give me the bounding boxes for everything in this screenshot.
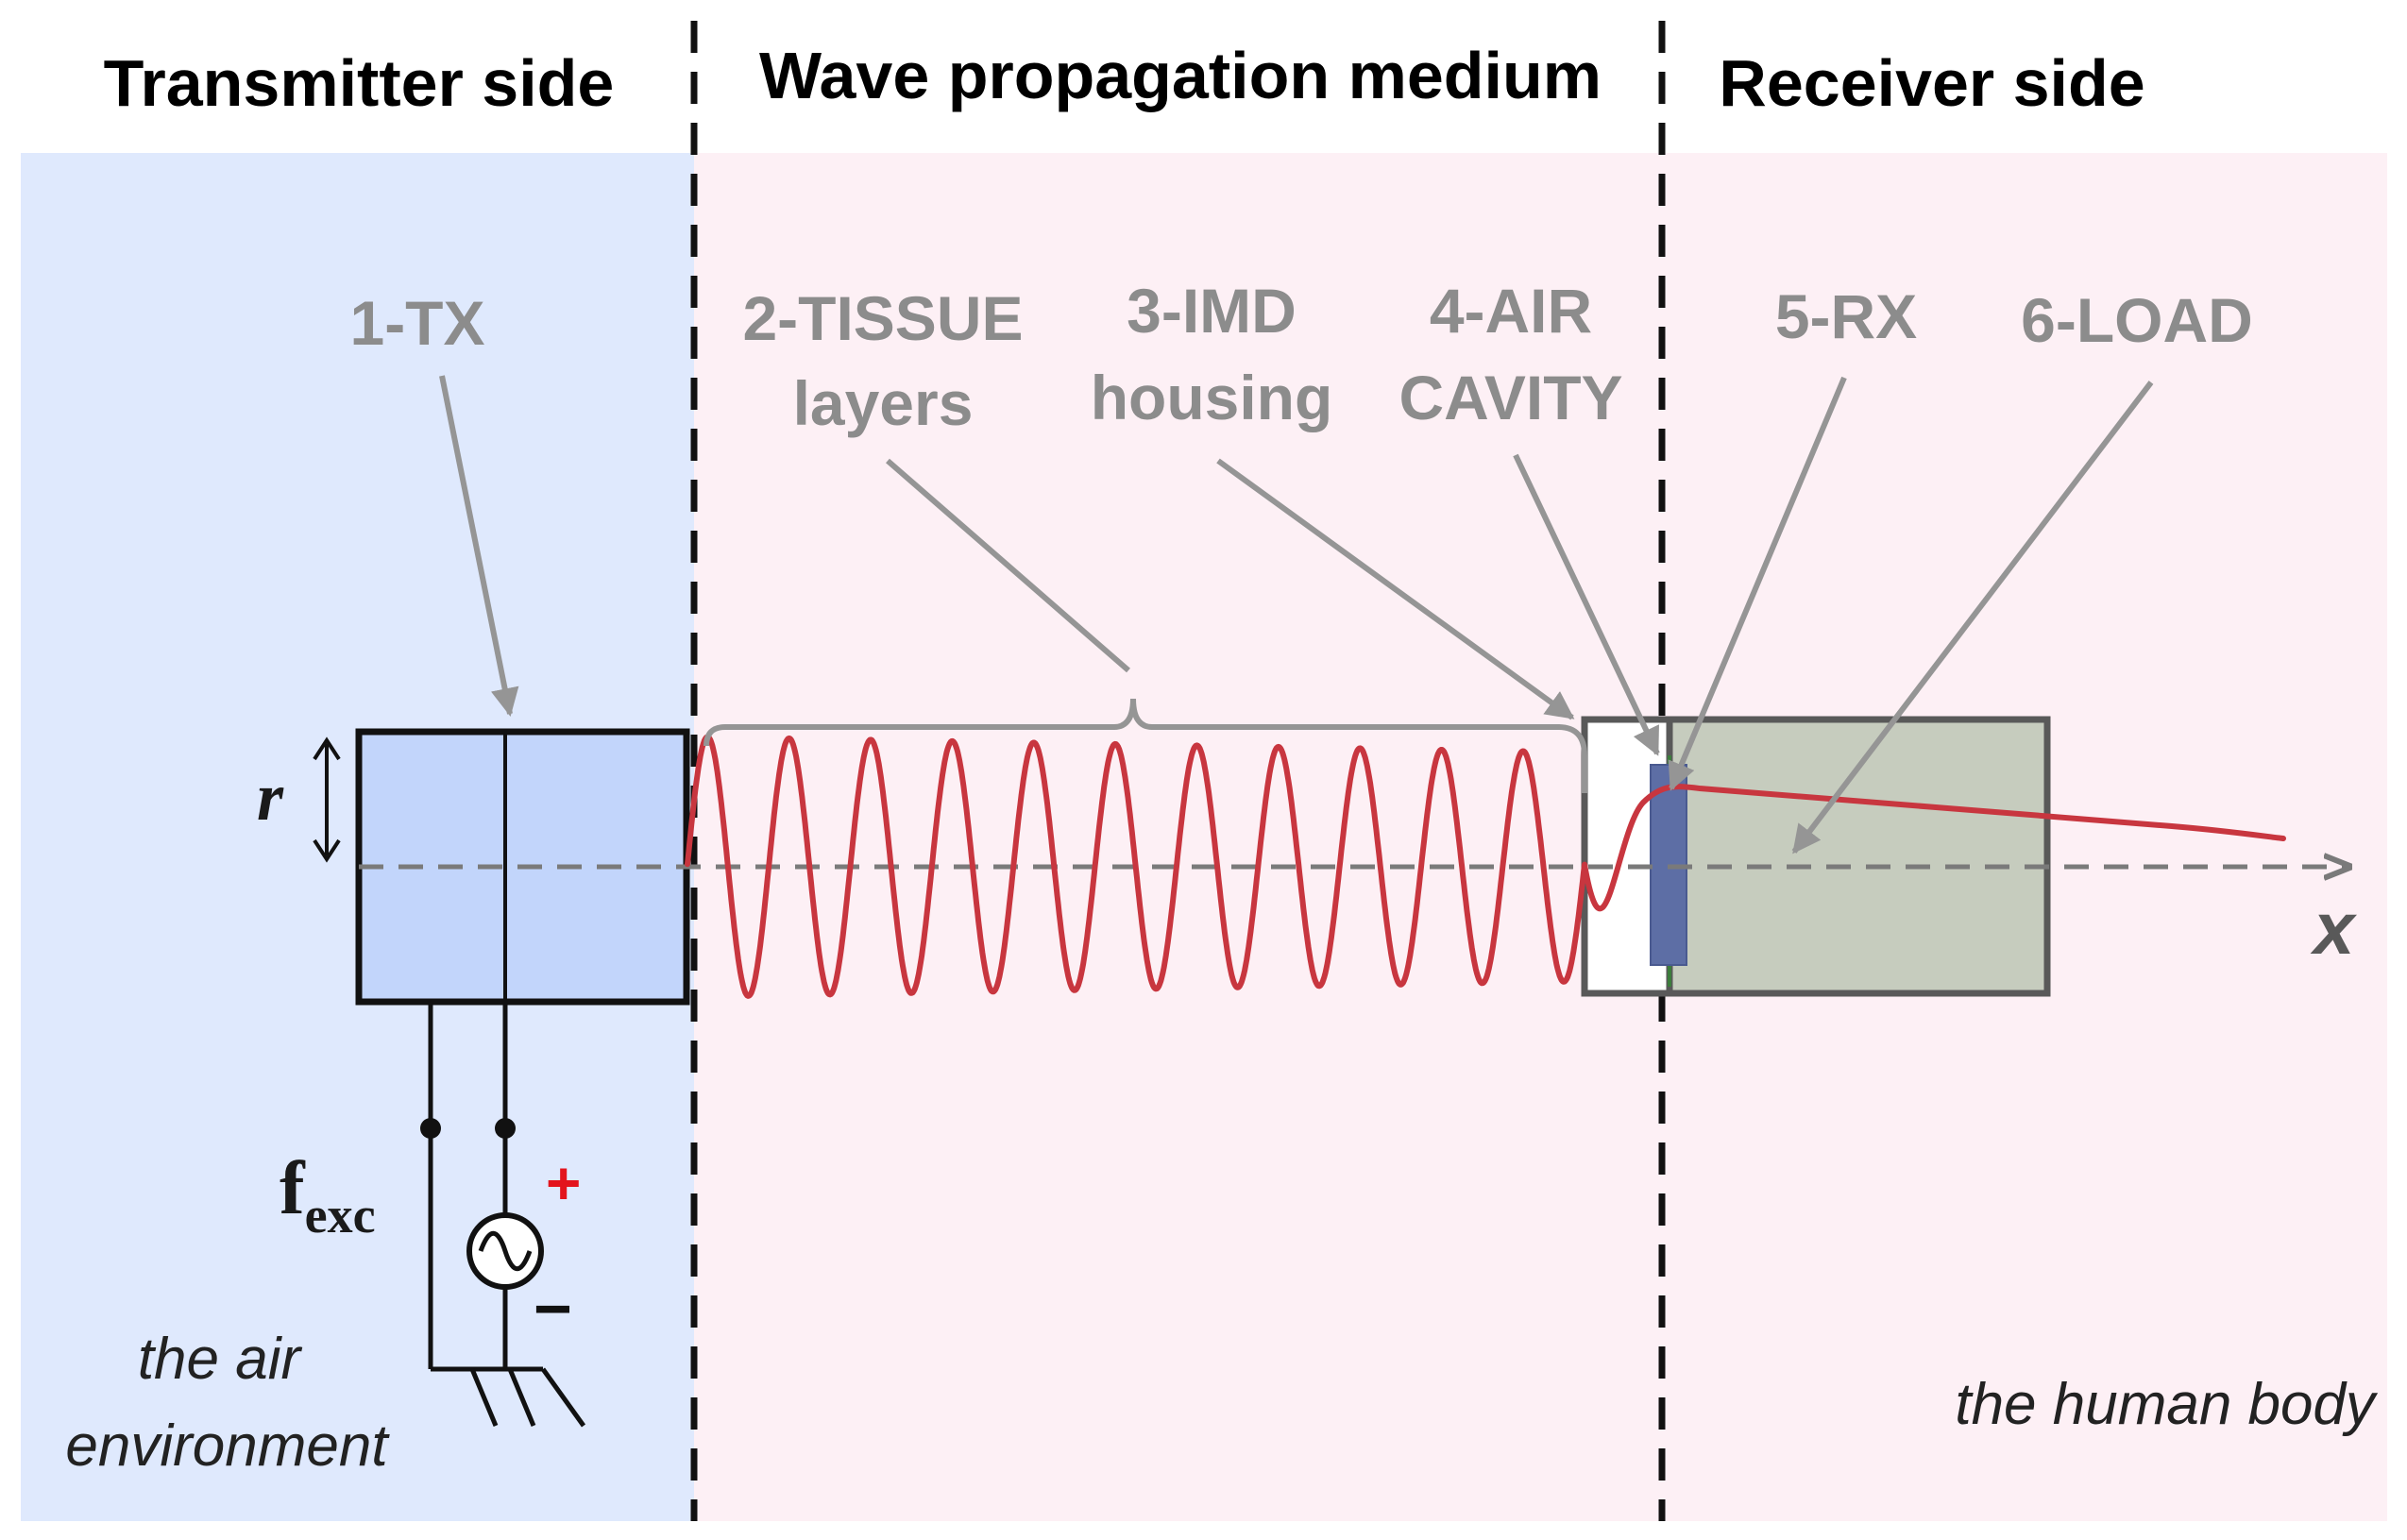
imd-pointer: [1216, 458, 1575, 720]
radius-symbol: r: [257, 759, 284, 835]
human-body-label: the human body: [1955, 1372, 2379, 1437]
air-cavity-pointer: [1513, 453, 1660, 756]
load-label: 6-LOAD: [2021, 285, 2253, 355]
tissue-brace: [703, 698, 1587, 793]
air-environment-line1: the air: [138, 1327, 303, 1392]
air-environment-line2: environment: [65, 1413, 390, 1479]
tissue-label-line2: layers: [793, 368, 974, 438]
air-cavity-label-line1: 4-AIR: [1430, 276, 1592, 346]
imd-label-line2: housing: [1091, 363, 1333, 432]
frequency-label: fexc: [280, 1147, 376, 1244]
x-axis-label: x: [2310, 887, 2358, 970]
excitation-circuit: [420, 1002, 586, 1428]
frequency-subscript: exc: [305, 1187, 376, 1244]
minus-sign: −: [534, 1272, 572, 1345]
load-pointer: [1791, 381, 2154, 855]
frequency-main: f: [280, 1147, 306, 1230]
rx-label: 5-RX: [1775, 281, 1917, 351]
radius-arrow-bottom: [313, 838, 341, 863]
sine-symbol: [478, 1230, 533, 1272]
attenuating-wave: [685, 734, 2286, 999]
radius-arrow-top: [313, 736, 341, 761]
tissue-pointer: [886, 458, 1130, 673]
tx-pointer: [439, 375, 519, 717]
tx-label: 1-TX: [349, 288, 484, 358]
tissue-label-line1: 2-TISSUE: [742, 283, 1023, 353]
transmitter-header: Transmitter side: [104, 46, 615, 120]
imd-label-line1: 3-IMD: [1127, 276, 1297, 346]
receiver-coil-box: [1666, 716, 2051, 997]
receiver-header: Receiver side: [1719, 46, 2144, 120]
medium-header: Wave propagation medium: [759, 39, 1602, 112]
plus-sign: +: [546, 1149, 581, 1217]
rx-pointer: [1668, 376, 1847, 791]
air-cavity-label-line2: CAVITY: [1398, 363, 1622, 432]
